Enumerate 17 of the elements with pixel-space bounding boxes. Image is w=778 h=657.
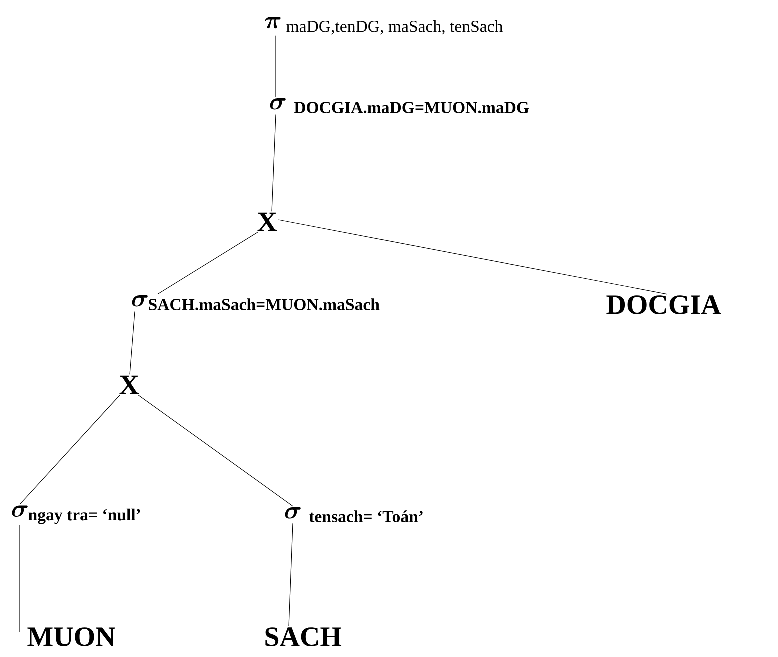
tree-edge [288,523,294,627]
selection-operator: $\boldsymbol{\sigma}\;_{\textbf{DOCGIA.maDG=MUON.maDG}}$ [270,98,530,114]
tree-edge [138,395,294,507]
selection-operator: $\boldsymbol{\sigma}\;_{\textbf{tensach= ‘Toán’}}$ [285,508,423,522]
selection-operator: $\boldsymbol{\sigma}_{\textbf{ngay tra= ‘null’}}$ [12,506,140,524]
selection-operator: $\boldsymbol{\sigma}_{\textbf{SACH.maSach=MUON.maSach}}$ [132,296,380,311]
relation-name: MUON [28,628,116,646]
tree-edge [130,311,136,375]
product-operator: X [120,376,140,394]
tree-edge [272,114,276,212]
relation-name: DOCGIA [606,296,722,314]
tree-edge [278,220,668,295]
tree-edge [158,232,258,295]
relation-name: SACH [266,628,342,646]
tree-edge [20,395,120,505]
projection-operator: $\boldsymbol{\pi}\,_{\text{maDG,tenDG, maSach, tenSach}}$ [264,17,503,35]
product-operator: X [258,212,278,232]
